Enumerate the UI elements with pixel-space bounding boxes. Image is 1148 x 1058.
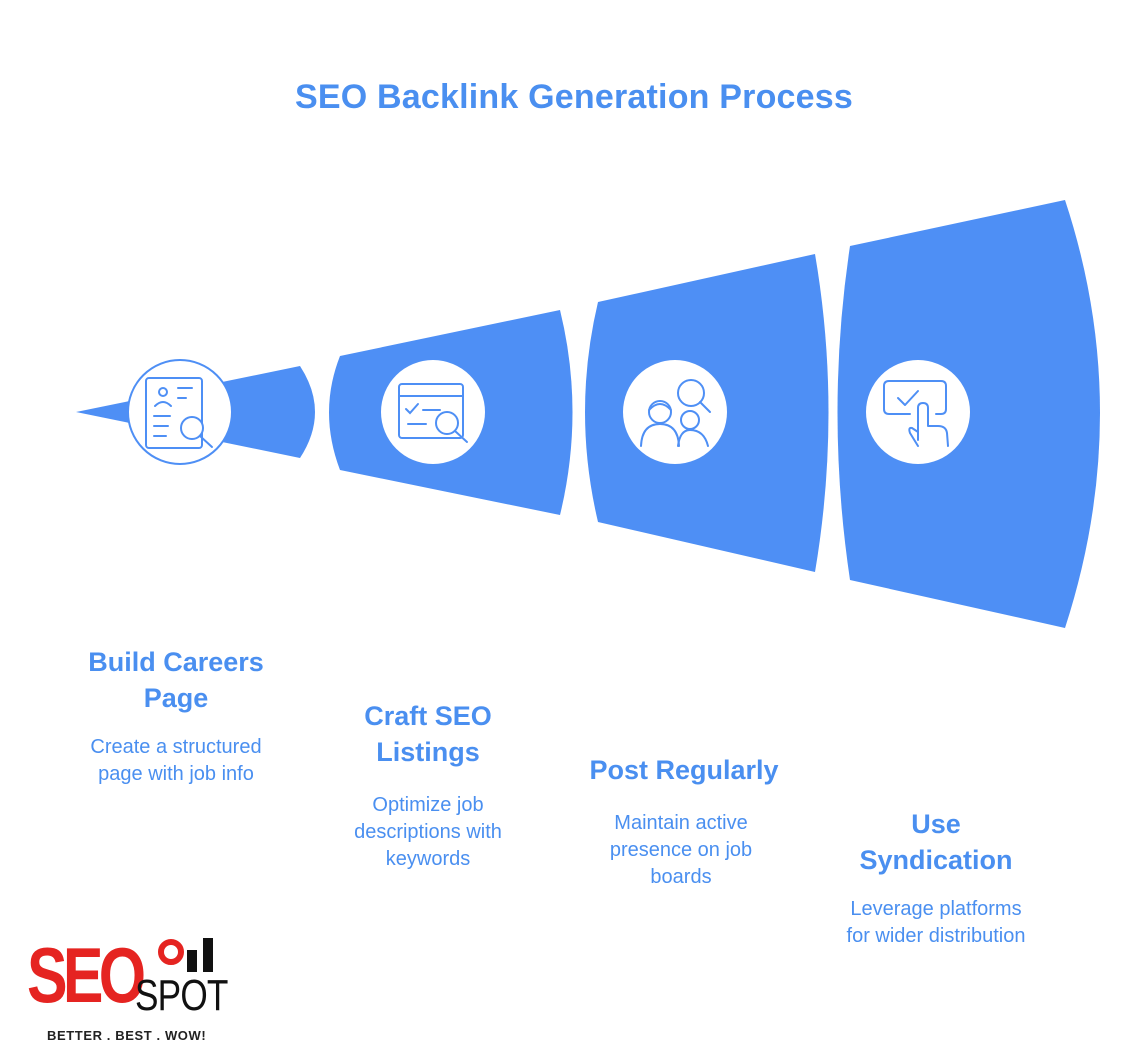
logo-brand-spot: SPOT	[135, 971, 228, 1020]
step-4-description: Leverage platforms for wider distributio…	[846, 898, 1026, 947]
funnel-diagram	[76, 200, 1100, 628]
page-title: SEO Backlink Generation Process	[295, 78, 853, 116]
step-1-description: Create a structured page with job info	[90, 736, 262, 785]
logo-brand-seo: SEO	[27, 931, 146, 1019]
step-3-title: Post Regularly	[589, 755, 779, 785]
step-3-description: Maintain active presence on job boards	[609, 812, 753, 888]
signal-bars-icon	[158, 938, 213, 972]
step-4-title: Use Syndication	[859, 809, 1013, 875]
step-2-description: Optimize job descriptions with keywords	[354, 794, 502, 870]
logo-tagline: BETTER . BEST . WOW!	[47, 1028, 207, 1043]
people-search-icon	[623, 360, 727, 464]
step-2-title: Craft SEO Listings	[364, 701, 492, 767]
step-1-title: Build Careers Page	[88, 647, 264, 713]
seospot-logo: SEO SPOT BETTER . BEST . WOW!	[25, 928, 240, 1048]
touch-screen-check-icon	[866, 360, 970, 464]
browser-search-icon	[381, 360, 485, 464]
careers-page-search-icon	[127, 359, 233, 465]
